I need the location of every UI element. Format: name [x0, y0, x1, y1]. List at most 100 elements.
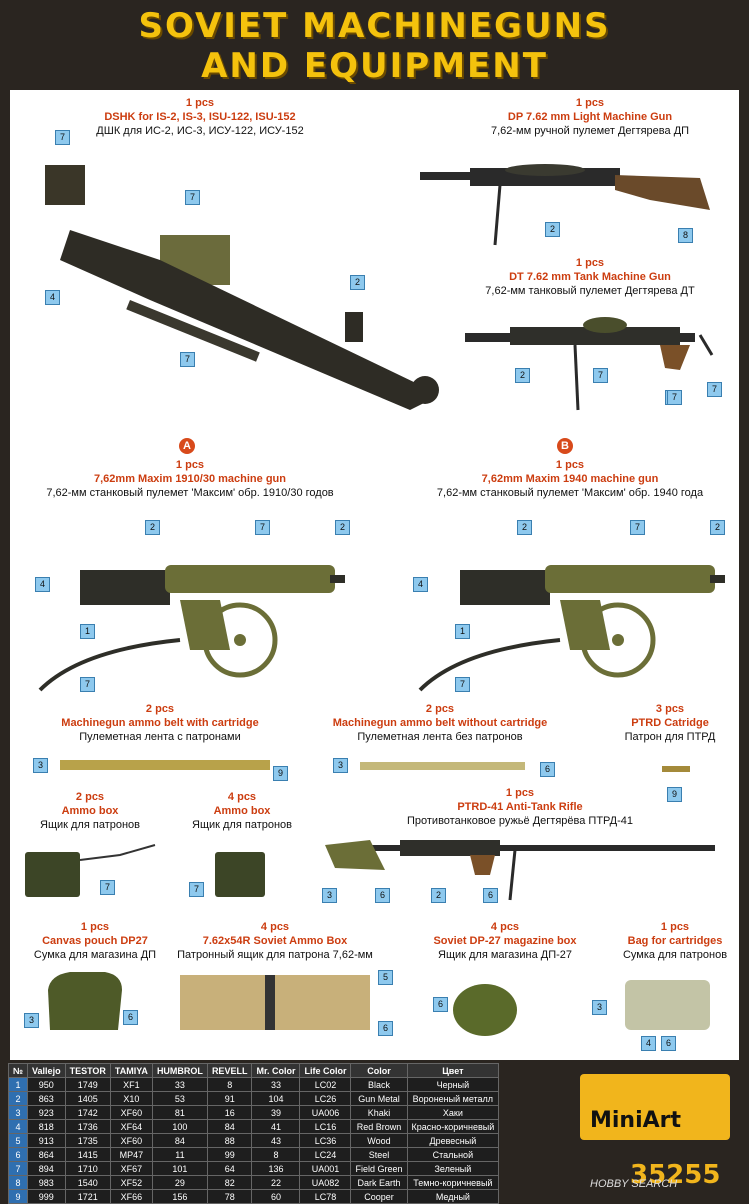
table-cell: 1415 — [64, 1147, 111, 1162]
part-number-marker: 7 — [630, 520, 645, 535]
name-en: Soviet DP-27 magazine box — [433, 935, 577, 947]
part-number-marker: 9 — [667, 787, 682, 802]
table-cell: 82 — [206, 1175, 253, 1190]
table-cell: 999 — [27, 1189, 66, 1204]
watermark: HOBBY SEARCH — [590, 1178, 678, 1190]
table-cell: UA082 — [299, 1175, 352, 1190]
table-cell: LC02 — [299, 1077, 352, 1092]
table-cell: 16 — [206, 1105, 253, 1120]
belt-with-cartridge-image — [60, 760, 270, 770]
part-number-marker: 6 — [378, 1021, 393, 1036]
part-number-marker: 2 — [517, 520, 532, 535]
name-ru: Противотанковое ружьё Дегтярёва ПТРД-41 — [406, 815, 633, 827]
name-ru: Ящик для магазина ДП-27 — [438, 949, 572, 961]
name-en: 7,62mm Maxim 1910/30 machine gun — [94, 473, 286, 485]
dshk-gun-image — [45, 165, 439, 410]
part-number-marker: 4 — [413, 577, 428, 592]
part-number-marker: 4 — [45, 290, 60, 305]
table-cell: 1749 — [64, 1077, 111, 1092]
miniart-logo: MiniArt — [580, 1074, 730, 1140]
name-en: Ammo box — [213, 805, 271, 817]
part-number-marker: 2 — [545, 222, 560, 237]
part-number-marker: 2 — [515, 368, 530, 383]
ammo-box-2-image — [25, 844, 156, 897]
name-ru: Сумка для патронов — [622, 949, 728, 961]
name-ru: 7,62-мм танковый пулемет Дегтярева ДТ — [485, 285, 695, 297]
table-cell: 88 — [206, 1133, 253, 1148]
part-number-marker: 7 — [185, 190, 200, 205]
table-cell: Черный — [406, 1077, 500, 1092]
name-en: DP 7.62 mm Light Machine Gun — [507, 111, 673, 123]
qty-label: 1 pcs — [575, 97, 605, 109]
caption-ammo-box-2: 2 pcs Ammo box Ящик для патронов — [30, 790, 150, 832]
table-cell: Стальной — [406, 1147, 500, 1162]
magazine-box-image — [453, 984, 517, 1036]
name-ru: 7,62-мм ручной пулемет Дегтярева ДП — [490, 125, 690, 137]
table-cell: LC36 — [299, 1133, 352, 1148]
table-cell: Black — [350, 1077, 408, 1092]
dp-gun-image — [420, 164, 710, 246]
variant-b-badge: B — [557, 438, 573, 454]
canvas-pouch-image — [48, 972, 122, 1030]
name-en: 7.62x54R Soviet Ammo Box — [202, 935, 348, 947]
part-number-marker: 7 — [667, 390, 682, 405]
table-cell: Wood — [350, 1133, 408, 1148]
part-number-marker: 6 — [540, 762, 555, 777]
name-en: Machinegun ammo belt with cartridge — [61, 717, 259, 729]
logo-text: MiniArt — [590, 1108, 682, 1133]
title-line-1: SOVIET MACHINEGUNS — [138, 6, 611, 46]
table-cell: 39 — [251, 1105, 301, 1120]
table-cell: 3 — [7, 1105, 29, 1120]
table-cell: Красно-коричневый — [406, 1119, 500, 1134]
table-cell: 33 — [251, 1077, 301, 1092]
name-en: Machinegun ammo belt without cartridge — [332, 717, 548, 729]
part-number-marker: 3 — [24, 1013, 39, 1028]
part-number-marker: 2 — [710, 520, 725, 535]
name-en: Canvas pouch DP27 — [42, 935, 148, 947]
maxim-1940-image — [418, 565, 725, 692]
table-cell: 4 — [7, 1119, 29, 1134]
qty-label: 1 pcs — [175, 459, 205, 471]
table-cell: LC78 — [299, 1189, 352, 1204]
part-number-marker: 2 — [335, 520, 350, 535]
table-cell: 33 — [151, 1077, 208, 1092]
caption-ptrd-cartridge: 3 pcs PTRD Catridge Патрон для ПТРД — [610, 702, 730, 744]
part-number-marker: 7 — [707, 382, 722, 397]
caption-ptrd-41: 1 pcs PTRD-41 Anti-Tank Rifle Противотан… — [390, 786, 650, 828]
table-cell: Gun Metal — [350, 1091, 408, 1106]
name-ru: Сумка для магазина ДП — [33, 949, 157, 961]
part-number-marker: 7 — [180, 352, 195, 367]
qty-label: 1 pcs — [80, 921, 110, 933]
qty-label: 1 pcs — [660, 921, 690, 933]
table-cell: 60 — [251, 1189, 301, 1204]
part-number-marker: 4 — [35, 577, 50, 592]
column-header: Life Color — [299, 1063, 352, 1078]
table-cell: 156 — [151, 1189, 208, 1204]
qty-label: 1 pcs — [575, 257, 605, 269]
table-cell: 1 — [7, 1077, 29, 1092]
part-number-marker: 5 — [378, 970, 393, 985]
table-cell: 1710 — [64, 1161, 111, 1176]
qty-label: 4 pcs — [490, 921, 520, 933]
table-cell: Зеленый — [406, 1161, 500, 1176]
table-cell: 41 — [251, 1119, 301, 1134]
table-cell: 1405 — [64, 1091, 111, 1106]
part-number-marker: 6 — [375, 888, 390, 903]
caption-soviet-ammo-box: 4 pcs 7.62x54R Soviet Ammo Box Патронный… — [170, 920, 380, 962]
name-ru: Пулеметная лента без патронов — [357, 731, 523, 743]
qty-label: 2 pcs — [425, 703, 455, 715]
caption-ammo-box-4: 4 pcs Ammo box Ящик для патронов — [182, 790, 302, 832]
qty-label: 3 pcs — [655, 703, 685, 715]
table-cell: Темно-коричневый — [406, 1175, 500, 1190]
name-ru: Ящик для патронов — [192, 819, 292, 831]
illustrations — [25, 164, 725, 1036]
name-en: DT 7.62 mm Tank Machine Gun — [509, 271, 671, 283]
table-cell: 78 — [206, 1189, 253, 1204]
column-header: TESTOR — [64, 1063, 111, 1078]
table-cell: 1540 — [64, 1175, 111, 1190]
table-cell: Dark Earth — [350, 1175, 408, 1190]
